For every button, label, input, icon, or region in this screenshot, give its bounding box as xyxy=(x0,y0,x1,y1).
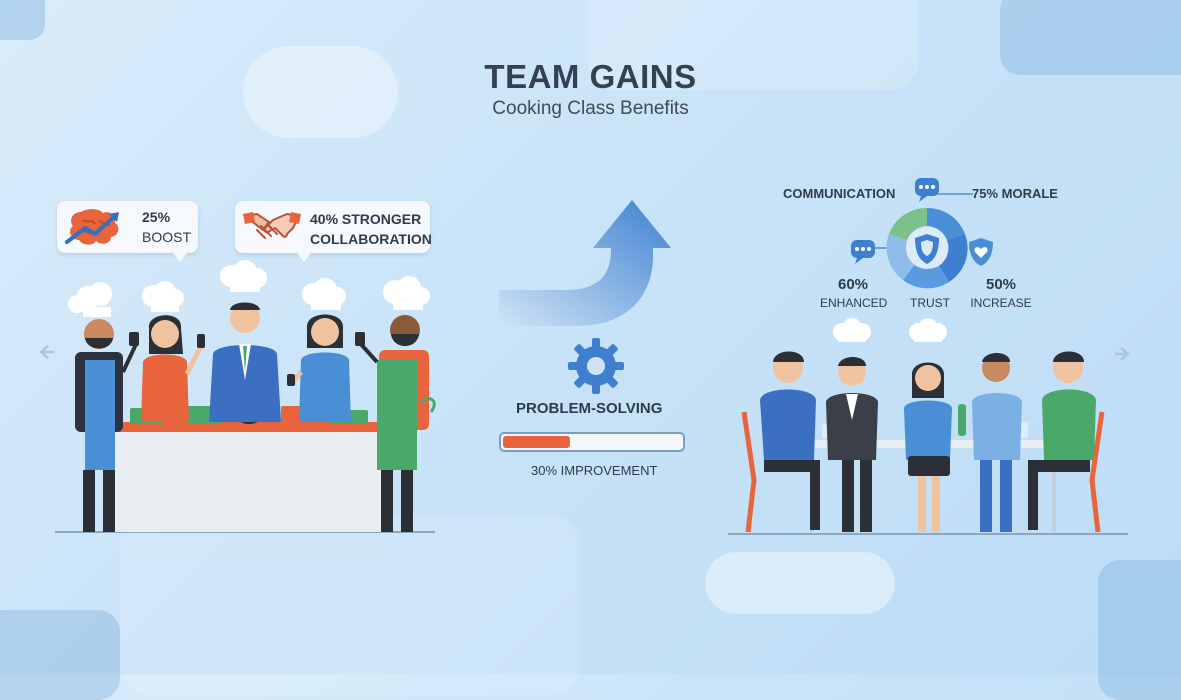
callout-collaboration-text: 40% STRONGER COLLABORATION xyxy=(310,209,432,249)
bg-blob xyxy=(0,610,120,700)
bg-blob xyxy=(1098,560,1181,700)
bg-blob xyxy=(120,515,580,695)
bg-blob xyxy=(588,0,918,90)
boost-value: 25% xyxy=(142,209,171,225)
enhanced-value: 60% xyxy=(837,276,869,293)
callout-boost-text: 25% BOOST xyxy=(142,207,191,247)
increase-metric: 50% INCREASE xyxy=(968,276,1034,312)
boost-label: BOOST xyxy=(142,229,192,245)
growth-arrow-icon xyxy=(499,200,671,326)
brain-growth-icon xyxy=(65,209,119,245)
collaboration-label: COLLABORATION xyxy=(310,231,432,247)
enhanced-text: ENHANCED xyxy=(820,296,888,310)
gear-icon xyxy=(568,338,624,394)
morale-label: 75% MORALE xyxy=(972,186,1058,201)
increase-value: 50% xyxy=(985,276,1017,293)
handshake-icon xyxy=(242,212,301,239)
page-subtitle: Cooking Class Benefits xyxy=(492,98,689,119)
team-metrics-ring xyxy=(851,178,993,289)
progress-label: 30% IMPROVEMENT xyxy=(531,463,658,478)
page-title: TEAM GAINS xyxy=(484,58,697,95)
problem-solving-label: PROBLEM-SOLVING xyxy=(516,400,663,417)
bg-blob xyxy=(243,46,398,138)
increase-text: INCREASE xyxy=(970,296,1032,310)
dining-scene-illustration xyxy=(728,318,1128,535)
bg-blob xyxy=(0,0,45,40)
bg-blob xyxy=(1000,0,1181,75)
cooking-scene-illustration xyxy=(55,260,436,533)
chevron-right-icon xyxy=(1115,347,1130,361)
collaboration-value: 40% STRONGER xyxy=(310,211,422,227)
bg-blob xyxy=(705,552,895,614)
chevron-left-icon xyxy=(39,345,54,359)
progress-fill xyxy=(503,436,570,448)
enhanced-metric: 60% ENHANCED xyxy=(820,276,888,312)
communication-label: COMMUNICATION xyxy=(783,186,896,201)
progress-bar xyxy=(499,432,685,452)
trust-label: TRUST xyxy=(910,296,950,310)
